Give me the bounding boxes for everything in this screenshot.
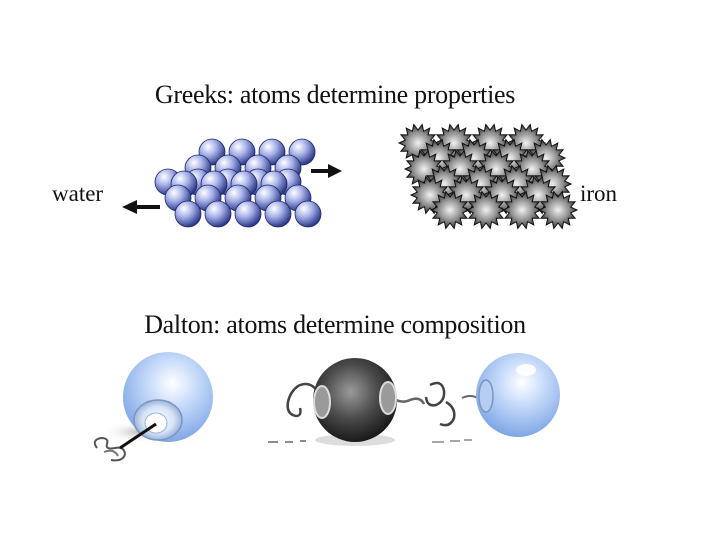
iron-label: iron — [580, 181, 618, 206]
dalton-middle-atom — [268, 358, 426, 446]
water-atom — [204, 200, 232, 228]
iron-atom — [501, 190, 543, 230]
dalton-left-atom — [93, 352, 213, 462]
water-label: water — [52, 181, 104, 206]
water-atom — [264, 200, 292, 228]
greeks-title: Greeks: atoms determine properties — [154, 80, 516, 109]
dalton-right-atom — [424, 353, 560, 443]
arrow-left-icon — [122, 200, 160, 214]
water-atom — [174, 200, 202, 228]
water-atom — [234, 200, 262, 228]
iron-atom — [429, 190, 471, 230]
dalton-title: Dalton: atoms determine composition — [144, 310, 526, 339]
iron-atom — [537, 190, 579, 230]
iron-atom — [465, 190, 507, 230]
water-atom-lattice — [154, 138, 322, 228]
arrow-right-icon — [311, 164, 342, 178]
water-atom — [294, 200, 322, 228]
iron-atom-lattice — [397, 123, 579, 230]
